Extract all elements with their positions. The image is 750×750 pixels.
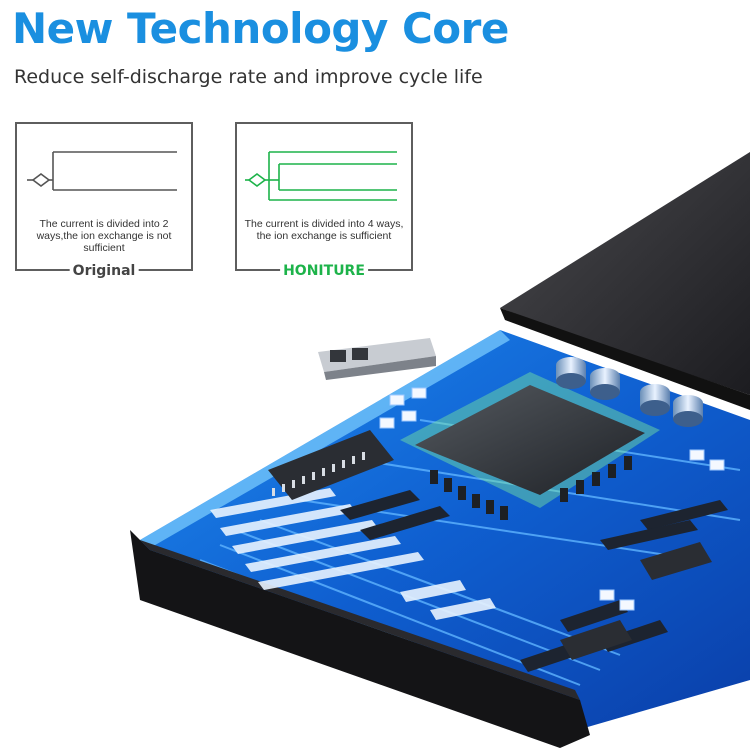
- two-way-current-icon: [27, 151, 177, 191]
- main-chip: [400, 372, 660, 520]
- capacitors: [556, 357, 703, 427]
- page-subtitle: Reduce self-discharge rate and improve c…: [14, 66, 483, 88]
- honiture-description: The current is divided into 4 ways, the …: [244, 218, 404, 242]
- page-title: New Technology Core: [12, 4, 509, 53]
- honiture-label: HONITURE: [280, 263, 368, 279]
- original-description: The current is divided into 2 ways,the i…: [36, 218, 172, 254]
- four-way-current-icon: [245, 151, 397, 201]
- battery-frame: [130, 530, 590, 748]
- small-chip: [268, 430, 394, 500]
- honiture-comparison-card: The current is divided into 4 ways, the …: [235, 122, 413, 279]
- battery-cell: [500, 152, 750, 395]
- original-label: Original: [69, 263, 139, 279]
- original-comparison-card: The current is divided into 2 ways,the i…: [15, 122, 193, 279]
- battery-connector: [318, 338, 436, 380]
